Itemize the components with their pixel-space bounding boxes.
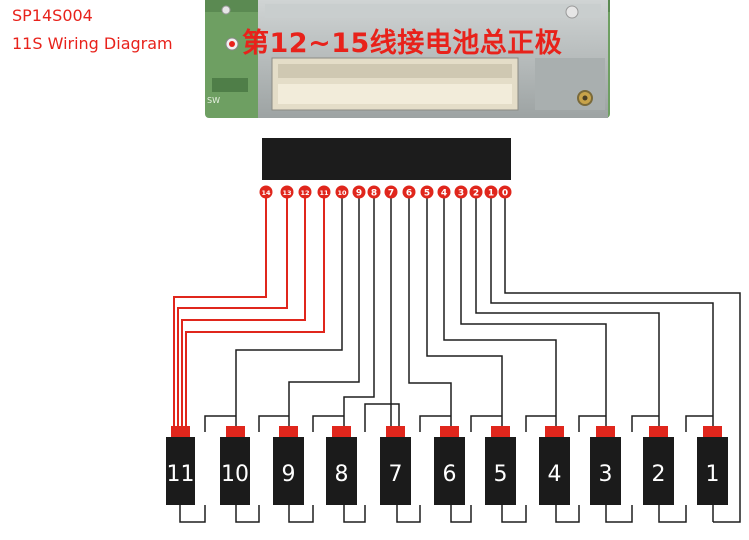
pin-marker-8: 8 [367, 185, 381, 199]
pin-label: 11 [319, 189, 329, 197]
battery-cell-10: 10 [220, 426, 250, 505]
diagram-title: 11S Wiring Diagram [12, 34, 173, 53]
pin-marker-13: 13 [280, 185, 294, 199]
cell-number: 11 [167, 462, 195, 487]
pin-label: 10 [337, 189, 347, 197]
pin-marker-1: 1 [484, 185, 498, 199]
pin-label: 13 [282, 189, 291, 197]
cell-number: 4 [548, 462, 562, 487]
pin-label: 7 [388, 189, 394, 199]
battery-cell-9: 9 [273, 426, 304, 505]
pin-label: 9 [356, 189, 362, 199]
cell-positive-terminal [440, 426, 459, 437]
cell-positive-terminal [545, 426, 564, 437]
cell-positive-terminal [226, 426, 245, 437]
pin-label: 1 [488, 189, 494, 199]
instruction-banner: 第12~15线接电池总正极 [242, 28, 563, 59]
battery-cell-3: 3 [590, 426, 621, 505]
pin-marker-7: 7 [384, 185, 398, 199]
cell-number: 2 [652, 462, 666, 487]
pin-marker-0: 0 [498, 185, 512, 199]
cell-positive-terminal [596, 426, 615, 437]
cell-positive-terminal [703, 426, 722, 437]
pin-marker-4: 4 [437, 185, 451, 199]
cell-number: 10 [221, 462, 249, 487]
battery-cell-4: 4 [539, 426, 570, 505]
cell-number: 1 [706, 462, 720, 487]
cell-number: 5 [494, 462, 508, 487]
pin-marker-12: 12 [298, 185, 312, 199]
pin-marker-5: 5 [420, 185, 434, 199]
battery-cell-6: 6 [434, 426, 465, 505]
cell-number: 9 [282, 462, 296, 487]
battery-cell-7: 7 [380, 426, 411, 505]
pin-marker-10: 10 [335, 185, 349, 199]
pin-marker-14: 14 [259, 185, 273, 199]
cell-positive-terminal [171, 426, 190, 437]
pin-label: 6 [406, 189, 412, 199]
cell-number: 6 [443, 462, 457, 487]
battery-cell-2: 2 [643, 426, 674, 505]
cell-positive-terminal [386, 426, 405, 437]
red-wire-bundle [173, 198, 325, 432]
battery-cell-5: 5 [485, 426, 516, 505]
pin-label: 3 [458, 189, 464, 199]
battery-cell-1: 1 [697, 426, 728, 505]
header-connector [262, 138, 511, 180]
pin-label: 2 [473, 189, 479, 199]
pin-marker-9: 9 [352, 185, 366, 199]
pin-markers: 14 13 12 11 10 9 8 7 [259, 185, 512, 199]
cell-number: 8 [335, 462, 349, 487]
pin-label: 4 [441, 189, 447, 199]
model-number: SP14S004 [12, 6, 93, 25]
board-sw-label: SW [207, 96, 220, 105]
cell-positive-terminal [332, 426, 351, 437]
cell-number: 7 [389, 462, 403, 487]
pin-label: 5 [424, 189, 430, 199]
pin-label: 0 [502, 189, 508, 199]
pin-label: 8 [371, 189, 377, 199]
black-wire-bundle [179, 198, 741, 523]
pin-label: 12 [300, 189, 309, 197]
pin-marker-3: 3 [454, 185, 468, 199]
cell-positive-terminal [279, 426, 298, 437]
pin-label: 14 [261, 189, 271, 197]
battery-cells: 11 10 9 8 7 6 5 [166, 426, 728, 505]
cell-positive-terminal [491, 426, 510, 437]
bms-board: SW [205, 0, 610, 118]
cell-number: 3 [599, 462, 613, 487]
pin-marker-11: 11 [317, 185, 331, 199]
pin-marker-2: 2 [469, 185, 483, 199]
battery-cell-8: 8 [326, 426, 357, 505]
battery-cell-11: 11 [166, 426, 195, 505]
pin-marker-6: 6 [402, 185, 416, 199]
cell-positive-terminal [649, 426, 668, 437]
